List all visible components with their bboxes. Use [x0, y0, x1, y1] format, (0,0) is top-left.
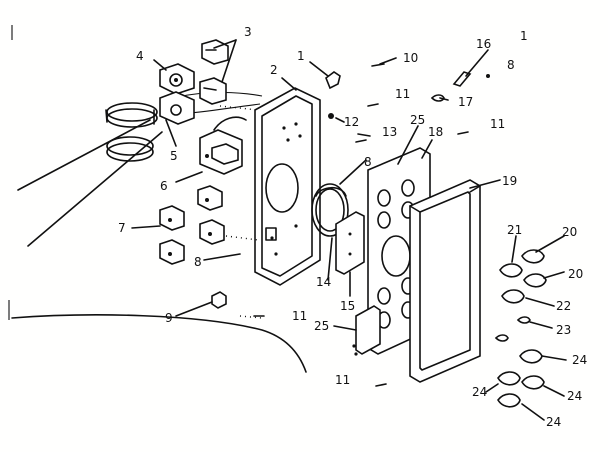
callout-18: 18 — [428, 125, 443, 139]
callout-7: 7 — [118, 221, 126, 235]
callout-5: 5 — [170, 149, 178, 163]
part-4-component — [159, 63, 195, 95]
callout-12: 12 — [344, 115, 359, 129]
coil-rings — [105, 102, 158, 162]
callout-11-c: 11 — [292, 309, 307, 323]
callout-16: 16 — [476, 37, 491, 51]
callout-19: 19 — [502, 174, 517, 188]
part-25-lower-plate — [355, 305, 381, 355]
callout-4: 4 — [136, 49, 144, 63]
callout-11-a: 11 — [395, 87, 410, 101]
dotted-guides — [219, 105, 263, 319]
callout-9: 9 — [165, 311, 173, 325]
callout-17: 17 — [458, 95, 473, 109]
callout-11-d: 11 — [335, 373, 350, 387]
callout-20-bottom: 20 — [568, 267, 583, 281]
part-9-clip — [211, 291, 227, 309]
callout-8-center: 8 — [364, 155, 372, 169]
cabinet-outline — [11, 314, 307, 373]
part-7-switch-group — [159, 185, 225, 265]
callout-20-top: 20 — [562, 225, 577, 239]
leader-lines — [131, 39, 567, 421]
callout-24-c: 24 — [567, 389, 582, 403]
part-19-frame — [409, 179, 481, 383]
corner-mark: 1 — [520, 29, 528, 43]
callout-24-a: 24 — [572, 353, 587, 367]
callout-11-b: 11 — [490, 117, 505, 131]
part-3-components — [199, 39, 229, 105]
part-14-ring — [311, 183, 349, 237]
part-2-main-panel — [254, 87, 321, 286]
callout-22: 22 — [556, 299, 571, 313]
callout-25-bottom: 25 — [314, 319, 329, 333]
left-edge-marks — [8, 25, 13, 320]
callout-21: 21 — [507, 223, 522, 237]
callout-24-d: 24 — [546, 415, 561, 429]
callout-labels: 1 2 3 4 5 6 7 8 8 8 9 10 11 11 11 11 12 … — [118, 25, 587, 429]
callout-24-b: 24 — [472, 385, 487, 399]
part-6-switch — [199, 116, 247, 175]
knob-set — [494, 249, 547, 408]
part-5-bracket — [159, 91, 195, 125]
callout-6: 6 — [160, 179, 168, 193]
callout-14: 14 — [316, 275, 331, 289]
callout-8-right: 8 — [507, 58, 515, 72]
callout-2: 2 — [270, 63, 278, 77]
callout-23: 23 — [556, 323, 571, 337]
callout-3: 3 — [244, 25, 252, 39]
callout-15: 15 — [340, 299, 355, 313]
callout-1: 1 — [297, 49, 305, 63]
callout-10: 10 — [403, 51, 418, 65]
wire-leads — [17, 91, 263, 247]
hardware-parts — [253, 63, 490, 387]
callout-8-left: 8 — [194, 255, 202, 269]
callout-25-top: 25 — [410, 113, 425, 127]
callout-13: 13 — [382, 125, 397, 139]
part-15-plate — [335, 211, 365, 275]
